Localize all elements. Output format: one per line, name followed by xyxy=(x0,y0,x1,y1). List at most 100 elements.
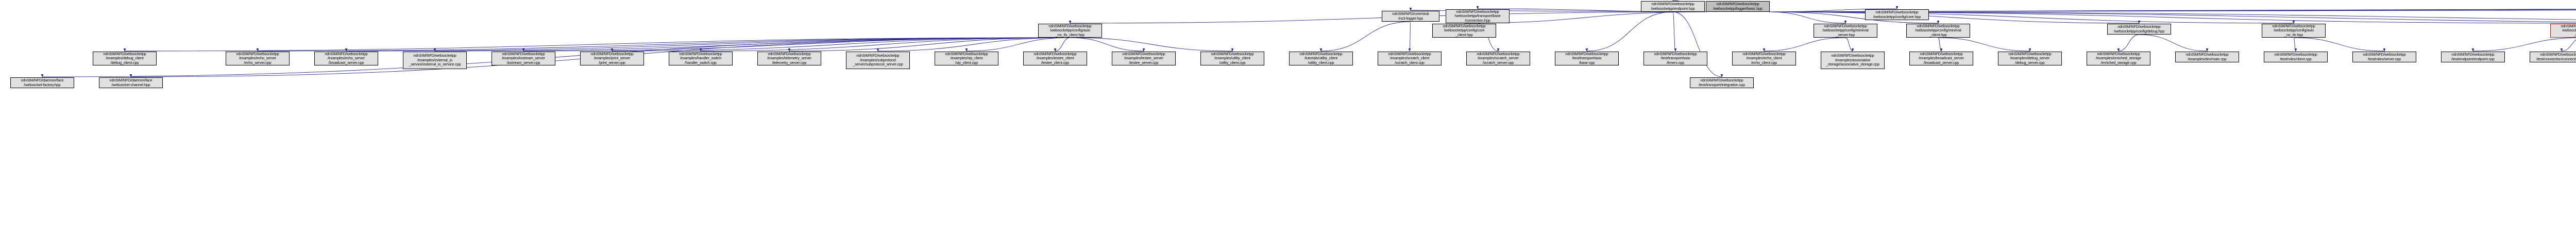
graph-edge xyxy=(1764,37,1846,52)
graph-node[interactable]: ndnSIM/NFD/websocketpp /examples/iostrea… xyxy=(492,52,555,65)
graph-edge xyxy=(2118,34,2140,52)
graph-node[interactable]: ndnSIM/NFD/websocketpp /examples/echo_cl… xyxy=(1732,52,1796,65)
graph-arrowhead xyxy=(1497,48,1500,52)
graph-node[interactable]: ndnSIM/NFD/websocketpp /websocketpp/conf… xyxy=(2262,24,2326,38)
graph-node[interactable]: ndnSIM/NFD/websocketpp /websocketpp/conf… xyxy=(1865,9,1929,20)
graph-arrowhead xyxy=(1844,21,1847,24)
graph-node[interactable]: ndnSIM/NFD/daemon/face /websocket-factor… xyxy=(10,77,74,88)
graph-node[interactable]: ndnSIM/NFD/websocketpp /examples/testee_… xyxy=(1023,52,1087,65)
graph-arrowhead xyxy=(2206,48,2209,52)
graph-node[interactable]: ndnSIM/NFD/websocketpp /websocketpp/logg… xyxy=(1706,1,1770,12)
graph-node[interactable]: ndnSIM/NFD/websocketpp /test/endpoint/en… xyxy=(2441,52,2505,62)
graph-arrowhead xyxy=(433,48,436,52)
graph-arrowhead xyxy=(1319,48,1323,52)
graph-node[interactable]: ndnSIM/NFD/websocketpp /examples/debug_c… xyxy=(93,52,157,65)
graph-edge xyxy=(1768,11,2576,20)
graph-edge xyxy=(877,37,1071,52)
graph-node[interactable]: ndnSIM/NFD/core/stub /ns3-logger.hpp xyxy=(1382,11,1439,22)
graph-node[interactable]: ndnSIM/NFD/websocketpp /websocketpp/conf… xyxy=(1038,24,1102,38)
graph-node[interactable]: ndnSIM/NFD/websocketpp /examples/testee_… xyxy=(1112,52,1176,65)
graph-arrowhead xyxy=(1408,48,1411,52)
graph-node[interactable]: ndnSIM/NFD/websocketpp /test/roles/clien… xyxy=(2264,52,2328,62)
graph-edge xyxy=(966,37,1071,52)
graph-node[interactable]: ndnSIM/NFD/websocketpp /examples/enriche… xyxy=(2087,52,2150,65)
graph-node[interactable]: ndnSIM/NFD/websocketpp /test/transport/a… xyxy=(1555,52,1619,65)
graph-edge xyxy=(1768,11,2140,24)
graph-edge xyxy=(1320,21,1411,52)
graph-arrowhead xyxy=(1476,6,1479,9)
graph-arrowhead xyxy=(1674,48,1677,52)
graph-node[interactable]: ndnSIM/NFD/websocketpp /websocketpp/endp… xyxy=(1641,1,1705,12)
graph-node[interactable]: ndnSIM/NFD/websocketpp /examples/echo_se… xyxy=(314,52,378,65)
graph-edge xyxy=(1055,37,1071,52)
graph-arrowhead xyxy=(129,74,132,77)
graph-arrowhead xyxy=(345,48,348,52)
graph-arrowhead xyxy=(1069,21,1072,24)
graph-arrowhead xyxy=(256,48,259,52)
graph-arrowhead xyxy=(876,48,879,52)
graph-node[interactable]: ndnSIM/NFD/websocketpp /examples/externa… xyxy=(403,52,467,69)
graph-edge xyxy=(346,37,1071,52)
graph-arrowhead xyxy=(2471,48,2475,52)
graph-node[interactable]: ndnSIM/NFD/websocketpp /test/roles/serve… xyxy=(2352,52,2416,62)
graph-arrowhead xyxy=(2292,21,2295,24)
graph-edge xyxy=(1070,37,1233,52)
graph-edge xyxy=(789,37,1071,52)
graph-edge xyxy=(1845,37,1853,52)
graph-edge xyxy=(2293,37,2385,52)
graph-edge xyxy=(1768,11,2576,23)
graph-arrowhead xyxy=(1851,48,1854,52)
graph-node[interactable]: ndnSIM/NFD/websocketpp /websocketpp/conf… xyxy=(1432,24,1496,38)
graph-node[interactable]: ndnSIM/NFD/websocketpp /examples/subprot… xyxy=(846,52,910,69)
graph-node[interactable]: ndnSIM/NFD/websocketpp /examples/scratch… xyxy=(1466,52,1530,65)
graph-arrowhead xyxy=(1762,48,1766,52)
graph-arrowhead xyxy=(1895,6,1899,9)
graph-arrowhead xyxy=(1937,21,1940,24)
graph-edge xyxy=(257,37,1071,52)
graph-node[interactable]: ndnSIM/NFD/websocketpp /websocketpp/conf… xyxy=(1814,24,1877,38)
graph-edge xyxy=(1768,11,1846,24)
graph-node[interactable]: ndnSIM/NFD/websocketpp /examples/utility… xyxy=(1200,52,1264,65)
graph-arrowhead xyxy=(1585,48,1588,52)
graph-edge xyxy=(2472,37,2576,52)
graph-node[interactable]: ndnSIM/NFD/websocketpp /websocketpp/tran… xyxy=(1446,9,1510,23)
graph-arrowhead xyxy=(2028,48,2031,52)
graph-edge xyxy=(1070,37,1144,52)
graph-node[interactable]: ndnSIM/NFD/websocketpp /examples/debug_s… xyxy=(1998,52,2062,65)
graph-arrowhead xyxy=(611,48,614,52)
graph-node[interactable]: ndnSIM/NFD/websocketpp /examples/print_s… xyxy=(580,52,644,65)
graph-node[interactable]: ndnSIM/NFD/daemon/face /websocket-channe… xyxy=(99,77,163,88)
graph-node[interactable]: ndnSIM/NFD/websocketpp /examples/sip_cli… xyxy=(935,52,998,65)
graph-node[interactable]: ndnSIM/NFD/websocketpp /test/transport/a… xyxy=(1643,52,1707,65)
graph-node[interactable]: ndnSIM/NFD/websocketpp /examples/broadca… xyxy=(1909,52,1973,65)
graph-node[interactable]: ndnSIM/NFD/websocketpp /examples/scratch… xyxy=(1378,52,1442,65)
graph-node[interactable]: ndnSIM/NFD/websocketpp /test/transport/i… xyxy=(1690,77,1754,88)
graph-arrowhead xyxy=(1720,74,1723,77)
graph-edge xyxy=(2561,39,2576,52)
graph-edge xyxy=(700,37,1071,52)
graph-arrowhead xyxy=(522,48,525,52)
graph-arrowhead xyxy=(1054,48,1057,52)
graph-edge xyxy=(612,37,1071,52)
graph-edge xyxy=(1768,11,1939,24)
graph-node[interactable]: ndnSIM/NFD/websocketpp /examples/handler… xyxy=(669,52,733,65)
graph-arrowhead xyxy=(123,48,126,52)
graph-edge xyxy=(1672,11,1676,52)
graph-edge xyxy=(1672,11,1722,77)
graph-node[interactable]: ndnSIM/NFD/websocketpp /websocketpp/conf… xyxy=(2107,24,2171,35)
graph-arrowhead xyxy=(788,48,791,52)
graph-node[interactable]: ndnSIM/NFD/websocketpp /test/connection/… xyxy=(2530,52,2576,62)
graph-arrowhead xyxy=(2117,48,2120,52)
graph-node[interactable]: ndnSIM/NFD/websocketpp /websocketpp/conf… xyxy=(2550,24,2576,38)
graph-node[interactable]: ndnSIM/NFD/websocketpp /websocketpp/conf… xyxy=(1906,24,1970,38)
graph-arrowhead xyxy=(1142,48,1145,52)
graph-node[interactable]: ndnSIM/NFD/websocketpp /examples/dev/mai… xyxy=(2175,52,2239,62)
graph-node[interactable]: ndnSIM/NFD/websocketpp /examples/associa… xyxy=(1821,52,1885,69)
graph-node[interactable]: ndnSIM/NFD/websocketpp /tutorials/utilit… xyxy=(1289,52,1353,65)
graph-node[interactable]: ndnSIM/NFD/websocketpp /examples/telemet… xyxy=(757,52,821,65)
graph-node[interactable]: ndnSIM/NFD/websocketpp /examples/echo_se… xyxy=(226,52,290,65)
graph-arrowhead xyxy=(2560,48,2563,52)
graph-arrowhead xyxy=(2294,48,2297,52)
